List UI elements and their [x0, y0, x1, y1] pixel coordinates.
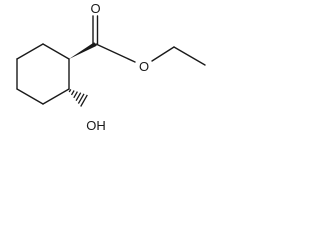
hash-stroke	[80, 94, 88, 107]
hydroxyl-label: OH	[86, 118, 106, 133]
ring-bond-c1-c2	[42, 43, 70, 60]
hash-bond-ring-to-hydroxyl	[68, 89, 88, 107]
hash-stroke	[77, 93, 85, 104]
wedge-bond-ring-to-carbonyl	[69, 42, 97, 59]
hash-stroke	[70, 90, 75, 96]
ring-bond-c2-c3	[16, 43, 44, 60]
hash-stroke	[73, 91, 78, 99]
bond-ester-oxygen-to-ch2	[151, 46, 175, 62]
bond-carbonyl-to-ester-oxygen	[95, 43, 136, 63]
hash-stroke	[68, 89, 72, 93]
cyclohexane-ring	[16, 43, 70, 105]
ring-bond-c4-c5	[16, 88, 44, 105]
ring-bond-c5-c6	[42, 88, 70, 105]
carbonyl-double-bond	[92, 15, 99, 45]
carbonyl-oxygen-label: O	[90, 1, 100, 16]
chemical-structure-diagram: O O OH	[16, 1, 206, 133]
ester-oxygen-label: O	[139, 59, 149, 74]
bond-ch2-to-ch3	[173, 46, 206, 66]
hash-stroke	[75, 92, 82, 102]
